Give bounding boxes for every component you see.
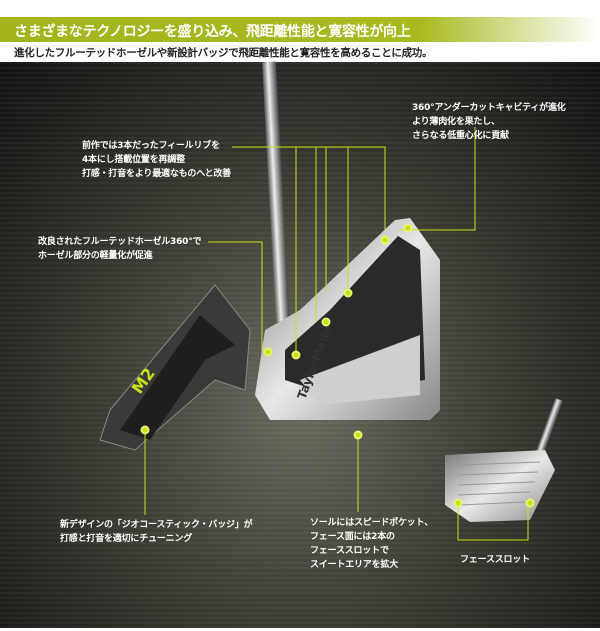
shaft (262, 61, 290, 323)
callout-line: 360°アンダーカットキャビティが進化 (412, 103, 566, 113)
header-title: さまざまなテクノロジーを盛り込み、飛距離性能と寛容性が向上 (14, 24, 411, 40)
callout-line: 打感と打音を適切にチューニング (60, 534, 193, 544)
callout-line: 打感・打音をより最適なものへと改善 (82, 169, 231, 179)
callout-line: 4本にし搭載位置を再調整 (82, 155, 185, 165)
callout-dots (140, 223, 535, 508)
callout-line: さらなる低重心化に貢献 (412, 131, 509, 141)
header-subtitle: 進化したフルーテッドホーゼルや新設計バッジで飛距離性能と寛容性を高めることに成功… (14, 47, 433, 59)
header-band: さまざまなテクノロジーを盛り込み、飛距離性能と寛容性が向上 (0, 17, 600, 42)
callout-line: ソールにはスピードポケット、 (310, 518, 434, 528)
callout-line: フェーススロットで (310, 546, 389, 556)
face-club-head (445, 450, 555, 522)
callout-line: ホーゼル部分の軽量化が促進 (38, 251, 153, 261)
callout-line: 新デザインの「ジオコースティック・バッジ」が (60, 520, 253, 530)
callout-undercut-cavity: 360°アンダーカットキャビティが進化より薄肉化を果たし、さらなる低重心化に貢献 (412, 101, 566, 143)
callout-lines (144, 127, 529, 541)
callout-face-slot: フェーススロット (460, 553, 530, 567)
callout-line: フェース面には2本の (310, 532, 395, 542)
callout-badge: 新デザインの「ジオコースティック・バッジ」が打感と打音を適切にチューニング (60, 518, 253, 546)
callout-speed-pocket: ソールにはスピードポケット、フェース面には2本のフェーススロットでスイートエリア… (310, 516, 433, 572)
callout-fluted-hosel: 改良されたフルーテッドホーゼル360°でホーゼル部分の軽量化が促進 (38, 235, 201, 263)
callout-line: フェーススロット (460, 555, 530, 565)
callout-line: 改良されたフルーテッドホーゼル360°で (38, 237, 202, 247)
callout-line: スイートエリアを拡大 (310, 560, 399, 570)
callout-line: より薄肉化を果たし、 (412, 117, 500, 127)
callout-line: 前作では3本だったフィールリブを (82, 141, 220, 151)
callout-feel-ribs: 前作では3本だったフィールリブを 4本にし搭載位置を再調整打感・打音をより最適なも… (82, 139, 231, 181)
